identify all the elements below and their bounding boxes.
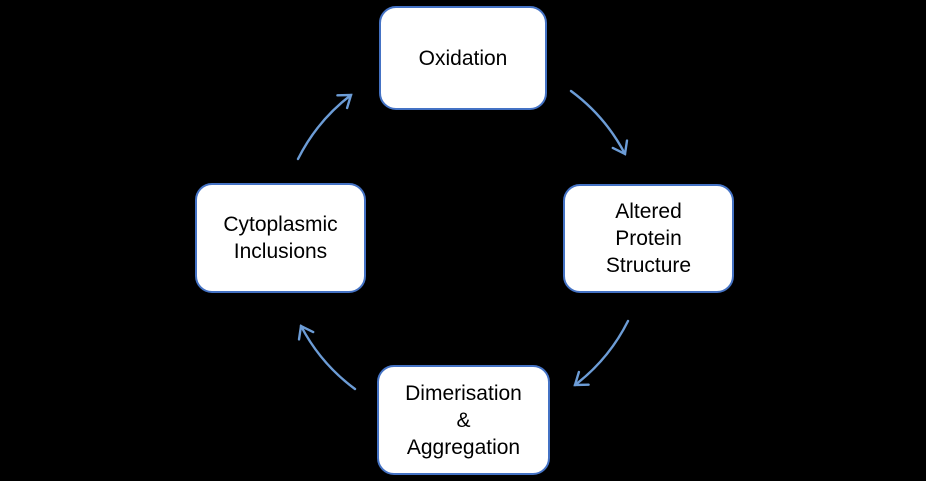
- node-cytoplasmic-inclusions: Cytoplasmic Inclusions: [195, 183, 366, 293]
- node-oxidation: Oxidation: [379, 6, 547, 110]
- node-dimerisation-aggregation: Dimerisation & Aggregation: [377, 365, 550, 475]
- node-dimerisation-label-line1: Dimerisation: [405, 381, 522, 405]
- node-oxidation-label: Oxidation: [418, 46, 508, 70]
- node-altered-label-line2: Protein: [615, 227, 682, 250]
- arrow-altered-to-dimerisation-icon: [573, 319, 630, 387]
- node-altered-protein-structure: Altered Protein Structure: [563, 184, 734, 293]
- arrow-cytoplasmic-to-oxidation-icon: [296, 93, 353, 161]
- node-cytoplasmic-label-line1: Cytoplasmic: [223, 213, 338, 236]
- arrow-oxidation-to-altered-icon: [569, 89, 629, 156]
- node-dimerisation-label-line3: Aggregation: [406, 435, 521, 459]
- node-altered-label-line1: Altered: [615, 200, 682, 223]
- node-cytoplasmic-label-line2: Inclusions: [233, 240, 328, 263]
- node-altered-label-line3: Structure: [605, 254, 692, 277]
- node-dimerisation-label-line2: &: [456, 408, 471, 432]
- arrow-dimerisation-to-cytoplasmic-icon: [297, 324, 357, 391]
